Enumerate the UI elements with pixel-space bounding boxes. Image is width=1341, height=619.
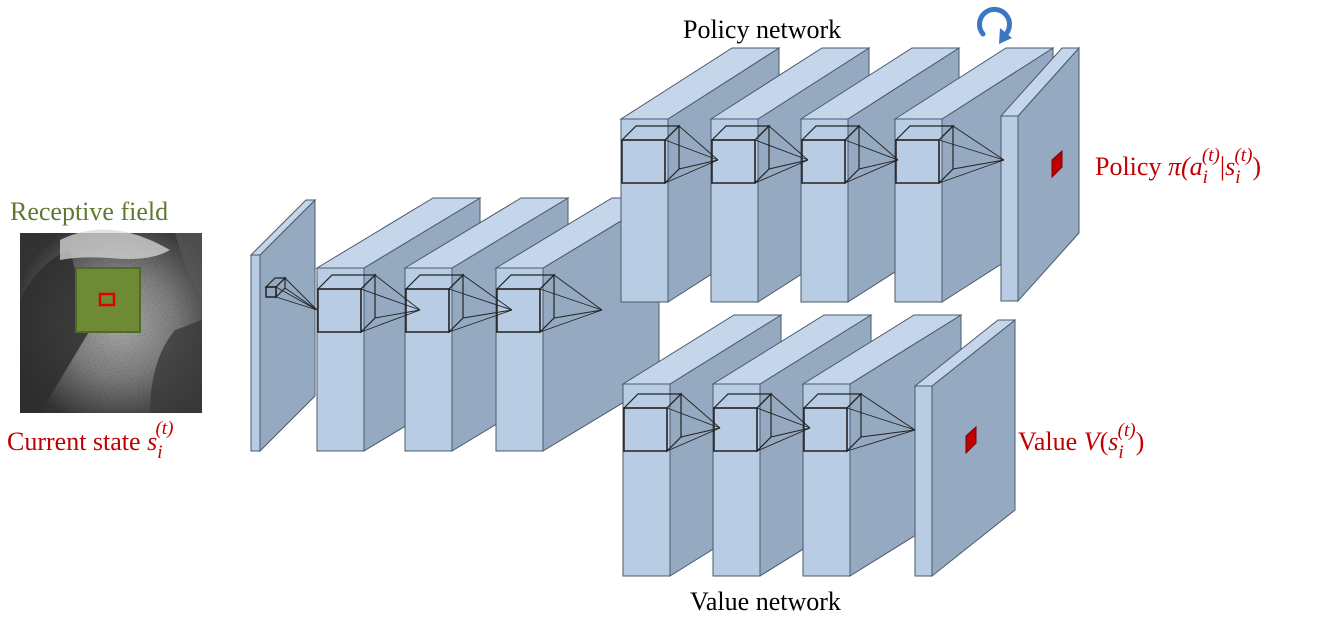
receptive-field-box <box>75 267 141 333</box>
kernel-trunk-0 <box>264 276 318 311</box>
kernel-trunk-3 <box>495 273 603 334</box>
current-pixel-marker <box>98 292 116 307</box>
circular-arrow-icon <box>977 6 1012 44</box>
input-layer <box>249 198 317 453</box>
current-state-label: Current state si(t) <box>7 418 173 463</box>
kernel-value-3 <box>802 392 916 453</box>
kernel-trunk-1 <box>316 273 421 334</box>
policy-output-layer <box>999 46 1081 303</box>
value-output-pixel <box>965 425 977 455</box>
policy-output-pixel <box>1051 149 1063 179</box>
input-image <box>20 229 202 413</box>
policy-output-label: Policy π(ai(t)|si(t)) <box>1095 145 1261 188</box>
receptive-field-label: Receptive field <box>10 197 168 226</box>
kernel-trunk-2 <box>404 273 513 334</box>
value-output-label: Value V(si(t)) <box>1018 420 1144 463</box>
kernel-policy-4 <box>894 124 1005 185</box>
kernel-policy-3 <box>800 124 899 185</box>
kernel-policy-2 <box>710 124 809 185</box>
policy-network-title: Policy network <box>683 15 841 44</box>
value-output-layer <box>913 318 1017 578</box>
value-network-title: Value network <box>690 587 841 616</box>
network-layers <box>249 46 1081 578</box>
